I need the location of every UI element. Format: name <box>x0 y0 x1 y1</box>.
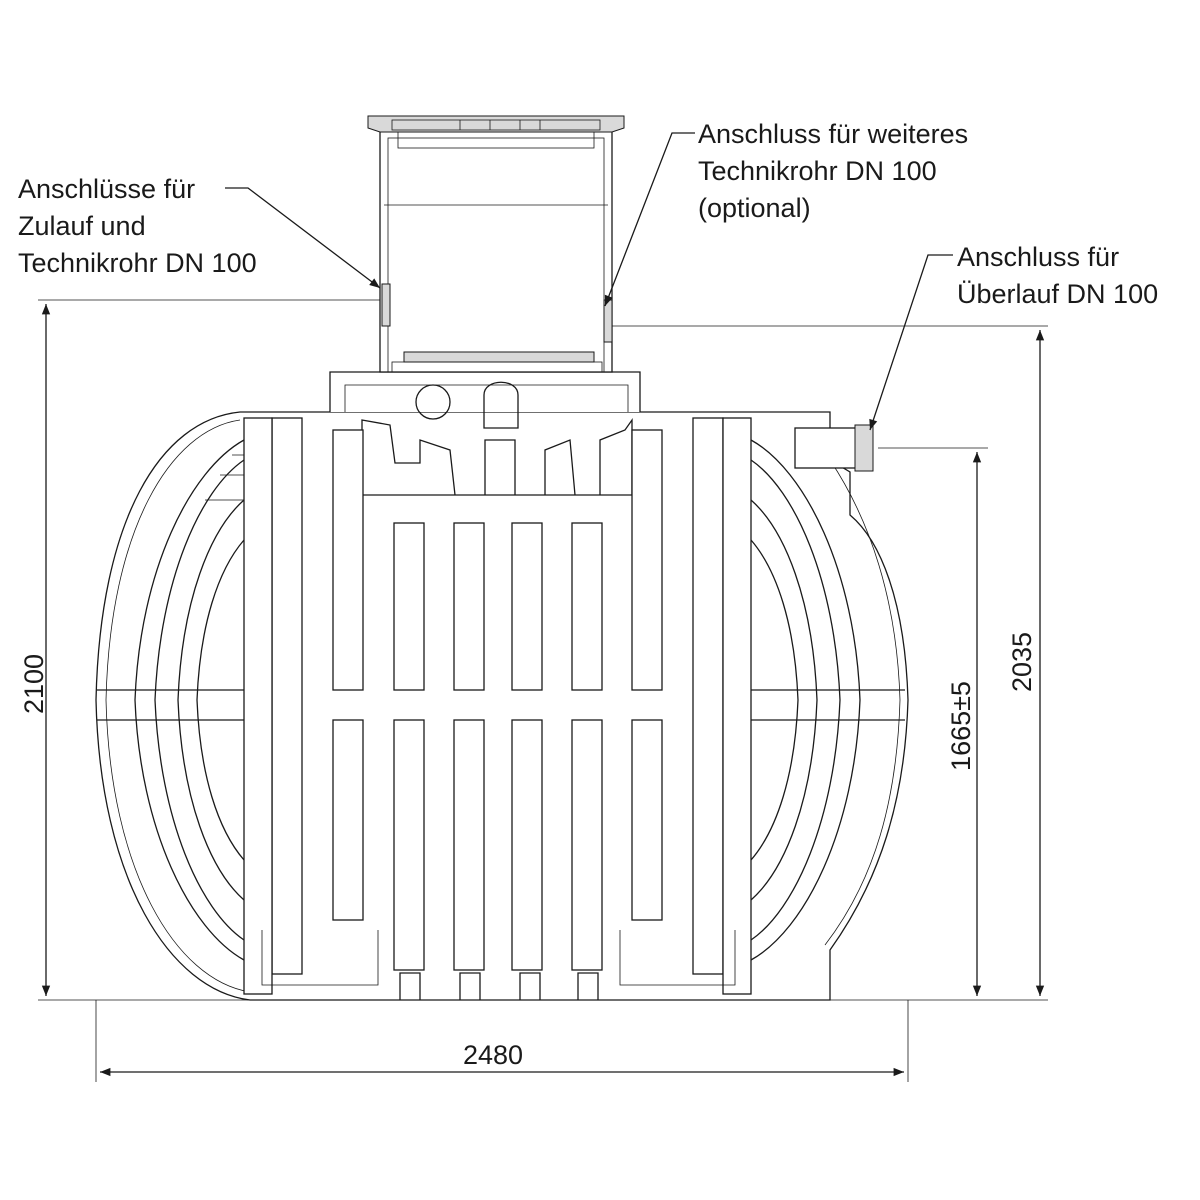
overflow-connection <box>794 424 874 472</box>
bottom-corrugation <box>399 972 599 1000</box>
dim-text-total-height: 2100 <box>19 654 49 714</box>
inlet-label-line3: Technikrohr DN 100 <box>18 248 257 278</box>
extension-lines <box>38 299 1048 1082</box>
dim-text-inlet-height: 1665±5 <box>946 681 976 771</box>
overflow-label-line1: Anschluss für <box>957 242 1119 272</box>
inlet-connection-stub <box>381 283 391 327</box>
annotation-overflow: Anschluss für Überlauf DN 100 <box>957 242 1158 309</box>
pipe-opening-oval <box>483 381 519 429</box>
dimension-lines <box>41 304 1045 1077</box>
extra-label-line2: Technikrohr DN 100 <box>698 156 937 186</box>
right-arch-ribs <box>750 439 905 961</box>
annotation-inlet: Anschlüsse für Zulauf und Technikrohr DN… <box>18 174 257 278</box>
dome <box>329 115 641 412</box>
top-ribs <box>361 417 633 496</box>
annotation-extra-pipe: Anschluss für weiteres Technikrohr DN 10… <box>698 119 968 223</box>
dim-text-width: 2480 <box>463 1040 523 1070</box>
inlet-label-line1: Anschlüsse für <box>18 174 195 204</box>
overflow-label-line2: Überlauf DN 100 <box>957 279 1158 309</box>
pipe-opening-round <box>415 384 451 420</box>
central-ribs <box>243 417 752 995</box>
extra-connection-stub <box>603 299 613 343</box>
left-arch-ribs <box>97 439 245 961</box>
extra-label-line1: Anschluss für weiteres <box>698 119 968 149</box>
inlet-label-line2: Zulauf und <box>18 211 146 241</box>
manhole-cover <box>367 115 625 149</box>
leader-lines <box>225 132 953 431</box>
extra-label-line3: (optional) <box>698 193 811 223</box>
bottom-feet <box>261 930 736 986</box>
dim-text-overflow-height: 2035 <box>1007 632 1037 692</box>
